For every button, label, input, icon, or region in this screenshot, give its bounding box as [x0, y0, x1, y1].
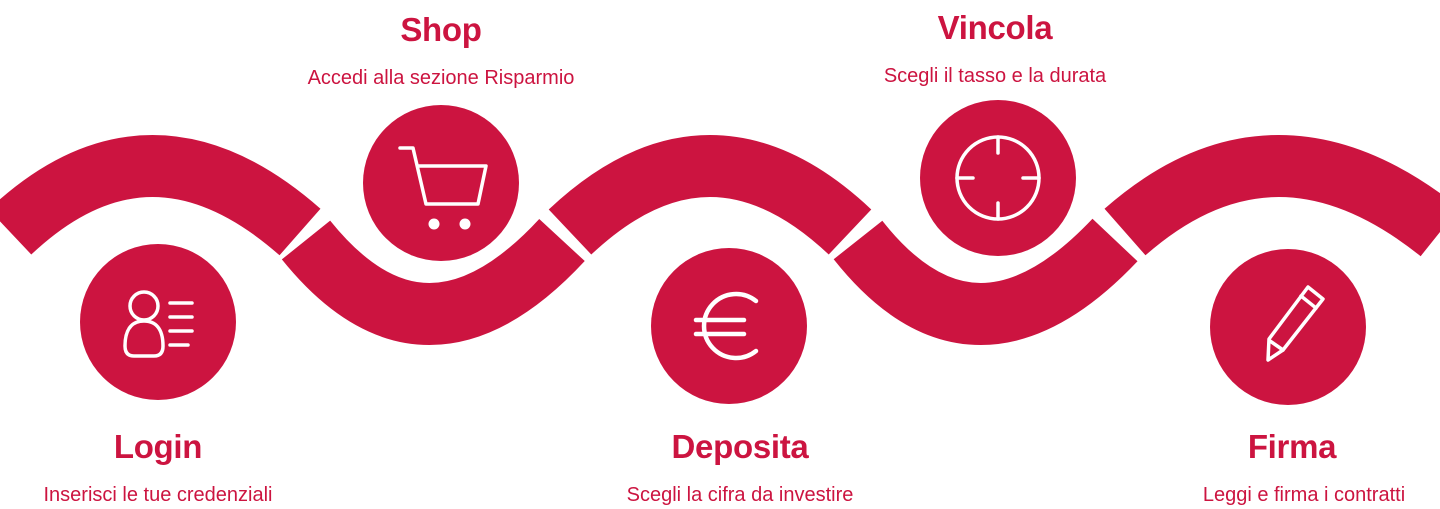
step-login-title: Login: [113, 428, 203, 465]
step-shop-node: [363, 105, 519, 261]
step-firma-node: [1210, 249, 1366, 405]
step-login-node: [80, 244, 236, 400]
step-login-circle: [80, 244, 236, 400]
step-deposita-node: [651, 248, 807, 404]
step-firma-subtitle: Leggi e firma i contratti: [1202, 484, 1406, 506]
step-deposita-title: Deposita: [671, 428, 809, 465]
pencil-icon: [1266, 285, 1325, 362]
wave-segment-5: [1104, 135, 1440, 257]
step-firma-title: Firma: [1247, 428, 1337, 465]
shopping-cart-icon: [398, 146, 488, 230]
target-icon: [955, 135, 1041, 221]
step-firma-circle: [1210, 249, 1366, 405]
step-deposita-subtitle: Scegli la cifra da investire: [626, 484, 854, 506]
step-shop-subtitle: Accedi alla sezione Risparmio: [307, 67, 575, 89]
wave-segment-4: [833, 218, 1138, 345]
step-vincola-title: Vincola: [937, 9, 1053, 46]
step-vincola-circle: [920, 100, 1076, 256]
wave-segment-1: [0, 135, 321, 256]
step-shop-title: Shop: [400, 11, 482, 48]
user-list-icon: [123, 290, 194, 358]
euro-icon: [693, 291, 759, 361]
step-vincola-node: [920, 100, 1076, 256]
wave-segment-3: [548, 135, 872, 255]
step-shop-circle: [363, 105, 519, 261]
step-login-subtitle: Inserisci le tue credenziali: [43, 484, 273, 506]
wave-segment-2: [281, 218, 585, 345]
step-vincola-subtitle: Scegli il tasso e la durata: [883, 65, 1107, 87]
step-deposita-circle: [651, 248, 807, 404]
